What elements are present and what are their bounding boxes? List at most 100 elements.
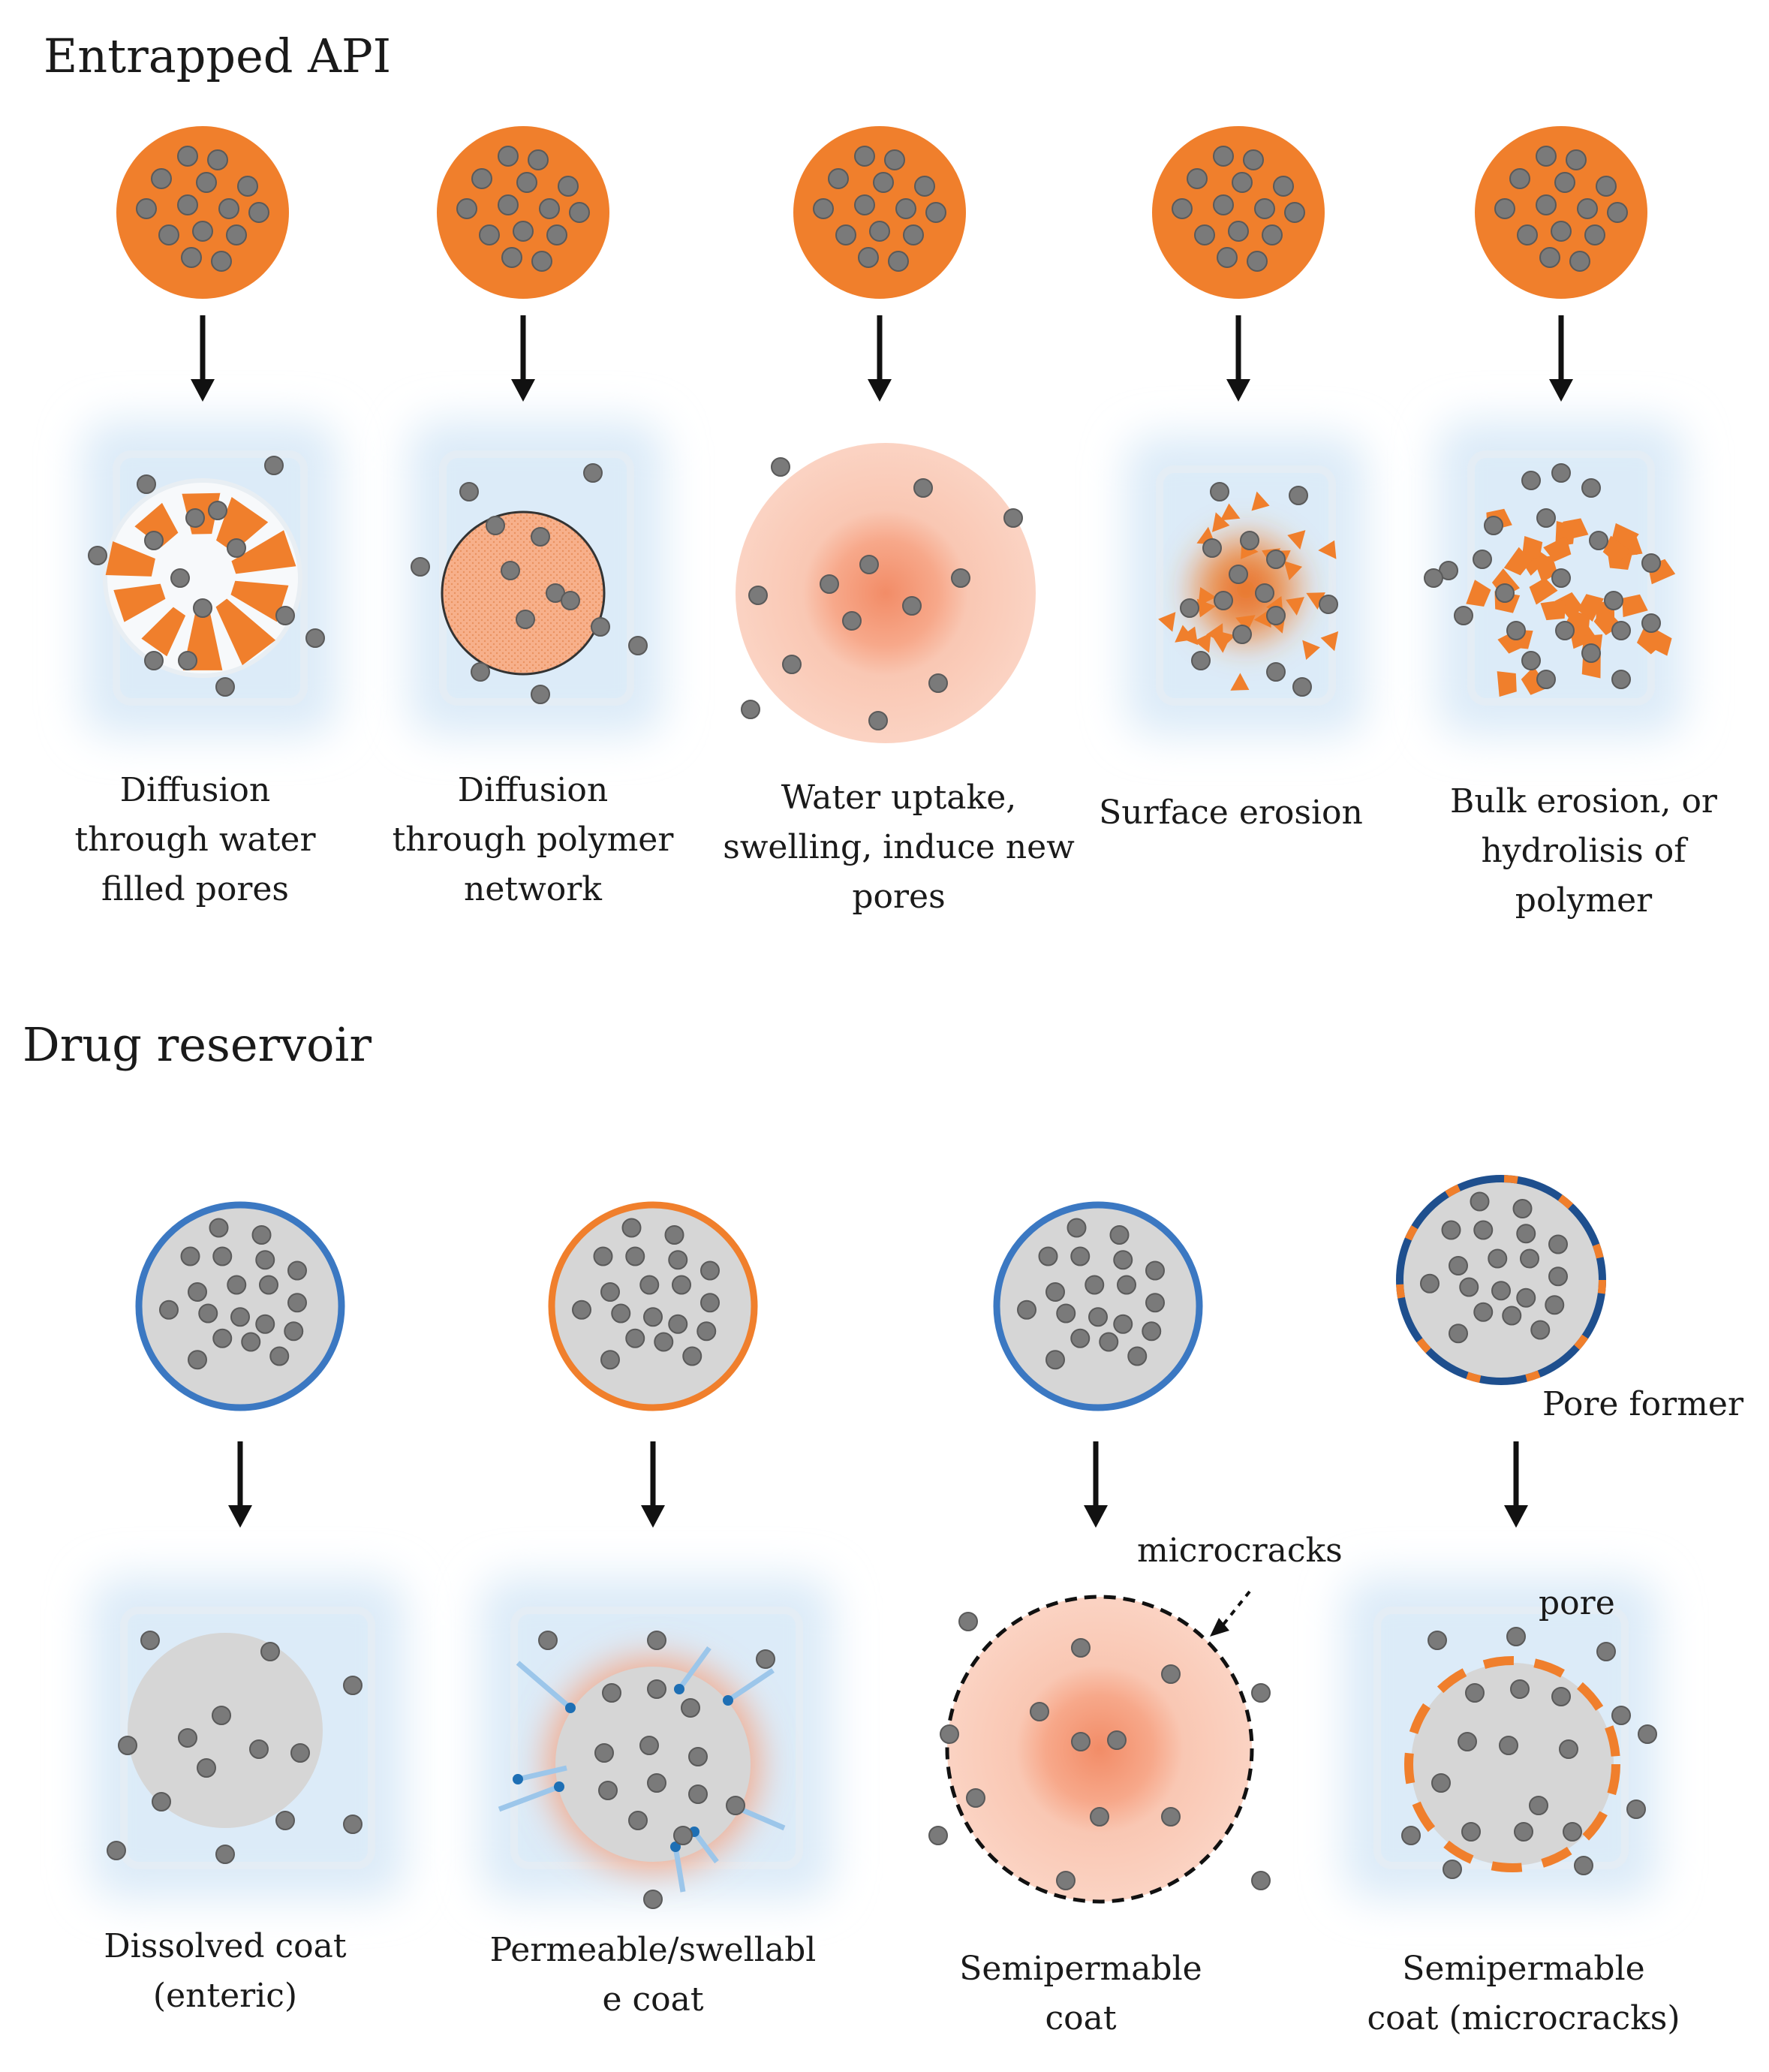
matrix-fragment (230, 580, 289, 622)
matrix-fragment (215, 598, 276, 666)
drug-particle-icon (531, 251, 552, 272)
water-flux-arrow-icon (727, 1668, 775, 1703)
matrix-fragment (1179, 626, 1199, 646)
drug-particle-icon (1626, 1799, 1646, 1819)
drug-particle-icon (1251, 1871, 1271, 1890)
drug-particle-icon (1161, 1664, 1181, 1684)
caption-semipermeable-coat: Semipermable coat (923, 1944, 1238, 2043)
drug-particle-icon (1596, 1642, 1616, 1661)
drug-particle-icon (696, 1321, 717, 1342)
drug-particle-icon (1458, 1732, 1477, 1751)
drug-particle-icon (1161, 1807, 1181, 1827)
pore-former-segments (1396, 1175, 1606, 1385)
drug-particle-icon (237, 176, 258, 197)
drug-particle-icon (1510, 1679, 1530, 1699)
down-arrow-icon (1549, 379, 1573, 402)
caption-line: filled pores (101, 870, 289, 908)
drug-particle-icon (287, 1293, 307, 1313)
drug-particle-icon (1584, 224, 1605, 245)
drug-particle-icon (531, 685, 550, 704)
drug-particle-icon (118, 1736, 137, 1755)
drug-particle-icon (1545, 1295, 1565, 1315)
drug-particle-icon (903, 224, 924, 245)
drug-particle-icon (1536, 508, 1556, 528)
drug-particle-icon (813, 198, 834, 219)
drug-particle-icon (1604, 591, 1623, 610)
drug-particle-icon (251, 1225, 272, 1245)
caption-line: Permeable/swellabl (489, 1931, 817, 1969)
microcrack-pointer (1218, 1590, 1251, 1631)
drug-particle-icon (215, 677, 235, 697)
drug-particle-icon (1292, 677, 1312, 697)
water-flux-arrow-icon (498, 1784, 561, 1812)
drug-particle-icon (193, 598, 212, 618)
drug-particle-icon (628, 636, 648, 655)
matrix-fragment (1503, 547, 1532, 576)
drug-particle-icon (1251, 1683, 1271, 1703)
reservoir-core (555, 1667, 751, 1862)
drug-particle-icon (1180, 598, 1199, 618)
drug-particle-icon (1551, 463, 1571, 483)
drug-particle-icon (1581, 478, 1601, 498)
medium-frame (1156, 465, 1336, 706)
drug-particle-icon (940, 1724, 959, 1744)
drug-particle-icon (539, 198, 560, 219)
drug-particle-icon (501, 561, 520, 580)
matrix-fragment (105, 541, 155, 577)
drug-particle-icon (771, 457, 790, 477)
drug-particle-icon (196, 172, 217, 193)
drug-particle-icon (1145, 1293, 1165, 1313)
caption-water-uptake-swelling: Water uptake, swelling, induce new pores (694, 773, 1103, 922)
drug-particle-icon (269, 1346, 290, 1366)
drug-particle-icon (625, 1246, 645, 1266)
drug-particle-icon (1113, 1250, 1133, 1270)
caption-line: Bulk erosion, or (1450, 782, 1717, 821)
drug-particle-icon (1187, 168, 1208, 189)
drug-particle-icon (854, 194, 875, 215)
drug-particle-icon (1067, 1218, 1087, 1238)
drug-particle-icon (1551, 568, 1571, 588)
drug-particle-icon (1109, 1225, 1130, 1245)
drug-particle-icon (501, 247, 522, 268)
drug-particle-icon (471, 168, 492, 189)
drug-particle-icon (249, 1739, 269, 1759)
caption-line: coat (1045, 1999, 1117, 2037)
drug-particle-icon (479, 224, 500, 245)
drug-particle-icon (1090, 1807, 1109, 1827)
matrix-fragment (113, 583, 166, 622)
drug-particle-icon (212, 1706, 231, 1725)
drug-particle-icon (859, 555, 879, 574)
drug-particle-icon (1521, 471, 1541, 490)
drug-particle-icon (1266, 606, 1286, 625)
drug-particle-icon (1045, 1350, 1065, 1370)
drug-particle-icon (1461, 1822, 1481, 1842)
drug-particle-icon (343, 1676, 363, 1695)
drug-particle-icon (1488, 1248, 1508, 1269)
drug-particle-icon (181, 247, 202, 268)
drug-particle-icon (343, 1815, 363, 1834)
entrapped-api-heading: Entrapped API (44, 29, 392, 83)
drug-particle-icon (538, 1631, 558, 1650)
down-arrow-icon (1226, 379, 1250, 402)
drug-particle-icon (1554, 172, 1575, 193)
drug-particle-icon (1038, 1246, 1058, 1266)
drug-particle-icon (211, 251, 232, 272)
drug-particle-icon (583, 463, 603, 483)
drug-particle-icon (1441, 1220, 1461, 1240)
drug-particle-icon (1509, 168, 1530, 189)
drug-particle-icon (1530, 1320, 1551, 1340)
drug-particle-icon (820, 574, 839, 594)
drug-particle-icon (1431, 1773, 1451, 1793)
drug-particle-icon (185, 508, 205, 528)
drug-particle-icon (264, 456, 284, 475)
drug-particle-icon (1495, 583, 1515, 603)
drug-particle-icon (208, 501, 227, 520)
matrix-fragment (134, 502, 179, 547)
drug-particle-icon (1638, 1724, 1657, 1744)
drug-particle-icon (1210, 482, 1229, 501)
arrow-head-icon (565, 1703, 576, 1713)
drug-particle-icon (647, 1631, 666, 1650)
water-flux-arrow-icon (517, 1765, 567, 1782)
reservoir-core (1411, 1663, 1614, 1866)
caption-diffusion-polymer-network: Diffusion through polymer network (353, 766, 713, 914)
